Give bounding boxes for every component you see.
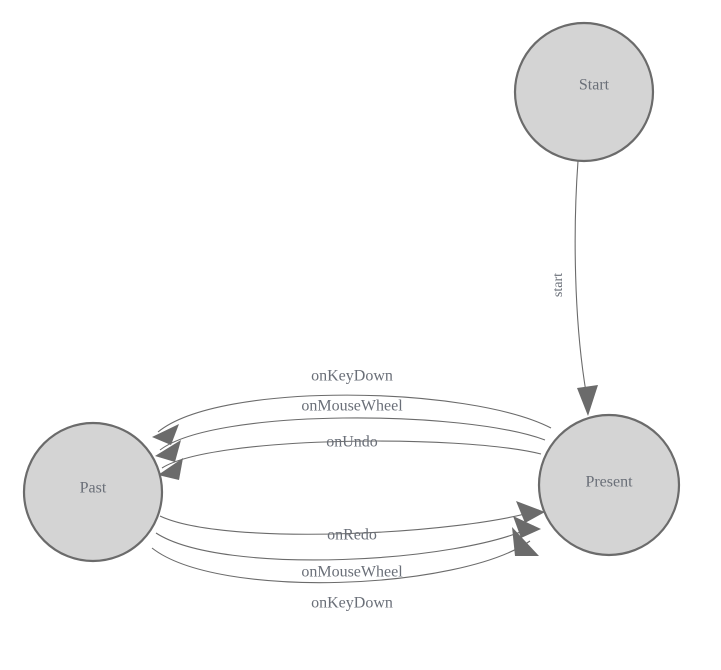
- edge-onmousewheel-redo-label: onMouseWheel: [301, 564, 403, 581]
- edge-start-label: start: [551, 273, 566, 297]
- edge-onredo-label: onRedo: [327, 527, 377, 544]
- node-start-label: Start: [579, 77, 610, 94]
- edge-start-path: [574, 160, 587, 393]
- edge-onundo-arrowhead: [158, 458, 183, 480]
- edge-onredo-path: [159, 509, 540, 535]
- node-past[interactable]: Past: [22, 421, 164, 563]
- edge-onmousewheel-undo-arrowhead: [155, 440, 181, 462]
- node-present-circle[interactable]: [537, 413, 681, 557]
- edge-onkeydown-redo-label: onKeyDown: [311, 595, 393, 612]
- edge-start: start: [551, 160, 598, 416]
- edge-onmousewheel-redo-arrowhead: [513, 516, 541, 538]
- edge-onundo: onUndo: [158, 434, 542, 480]
- edge-onkeydown-undo: onKeyDown: [152, 368, 552, 445]
- node-start-circle[interactable]: [513, 21, 655, 163]
- edge-onundo-label: onUndo: [326, 434, 378, 451]
- edge-onkeydown-undo-arrowhead: [152, 424, 179, 445]
- node-present-label: Present: [585, 474, 633, 491]
- edge-onundo-path: [161, 440, 542, 469]
- edge-onmousewheel-undo-path: [159, 417, 546, 451]
- edge-onredo: onRedo: [159, 501, 545, 544]
- edge-onredo-arrowhead: [516, 501, 545, 523]
- edge-onkeydown-redo: onKeyDown: [151, 527, 539, 612]
- node-start[interactable]: Start: [513, 21, 655, 163]
- edge-onmousewheel-undo: onMouseWheel: [155, 398, 546, 462]
- edge-onkeydown-undo-path: [157, 394, 552, 433]
- node-past-circle[interactable]: [22, 421, 164, 563]
- edge-onkeydown-redo-path: [151, 540, 531, 584]
- edge-onmousewheel-redo: onMouseWheel: [155, 516, 541, 581]
- edge-onmousewheel-undo-label: onMouseWheel: [301, 398, 403, 415]
- node-past-label: Past: [80, 480, 107, 497]
- edge-onmousewheel-redo-path: [155, 525, 535, 561]
- edge-start-arrowhead: [577, 385, 598, 416]
- edge-onkeydown-redo-arrowhead: [512, 527, 539, 556]
- edge-onkeydown-undo-label: onKeyDown: [311, 368, 393, 385]
- node-present[interactable]: Present: [537, 413, 681, 557]
